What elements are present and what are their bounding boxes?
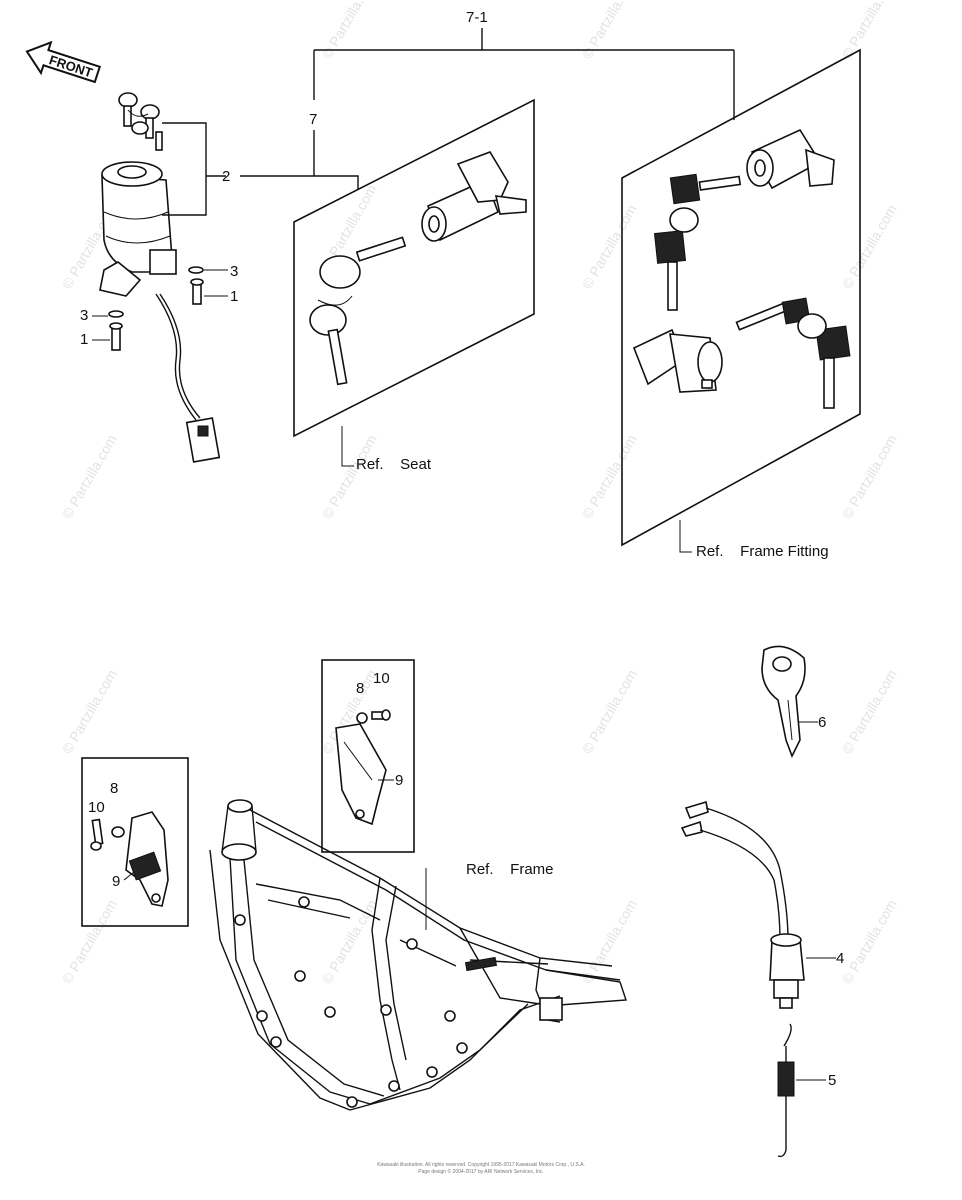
callout-9-upper: 9 — [395, 772, 403, 789]
watermark: © Partzilla.com — [839, 667, 900, 757]
bolt-1-left — [109, 322, 123, 351]
washer-8-lower — [111, 826, 125, 838]
callout-5: 5 — [828, 1072, 836, 1089]
callout-10-lower: 10 — [88, 799, 105, 816]
watermark: © Partzilla.com — [59, 897, 120, 987]
seat-keys — [309, 236, 407, 386]
seat-lock-cylinder — [421, 151, 527, 242]
ref-frame-fitting: Ref. Frame Fitting — [696, 543, 829, 560]
ignition-switch-body — [99, 161, 177, 297]
bracket-9-upper — [335, 723, 387, 826]
frame-lock-cylinder-bottom — [632, 328, 723, 393]
callout-8-upper: 8 — [356, 680, 364, 697]
watermark: © Partzilla.com — [579, 432, 640, 522]
frame-lock-cylinder-top — [746, 128, 835, 190]
bracket-9-lower — [125, 811, 169, 907]
watermark: © Partzilla.com — [579, 0, 640, 62]
watermark: © Partzilla.com — [579, 667, 640, 757]
callout-7-1: 7-1 — [466, 9, 488, 26]
copyright-line-2: Page design © 2004-2017 by ARI Network S… — [418, 1168, 543, 1175]
frame-fitting-lock-kit: Ref. Frame Fitting — [621, 48, 861, 560]
watermark: © Partzilla.com — [319, 897, 380, 987]
ignition-switch-assembly: 2 3 1 3 1 — [80, 92, 359, 463]
watermark: © Partzilla.com — [839, 432, 900, 522]
frame-keys-top — [653, 173, 742, 311]
watermark: © Partzilla.com — [839, 202, 900, 292]
ref-seat: Ref. Seat — [356, 456, 432, 473]
watermark: © Partzilla.com — [319, 0, 380, 62]
watermark: © Partzilla.com — [579, 202, 640, 292]
callout-9-lower: 9 — [112, 873, 120, 890]
watermark: © Partzilla.com — [839, 0, 900, 62]
watermark: © Partzilla.com — [839, 897, 900, 987]
watermark: © Partzilla.com — [59, 667, 120, 757]
copyright-line-1: Kawasaki illustration. All rights reserv… — [377, 1162, 585, 1168]
brake-switch-spring: 5 — [777, 1023, 836, 1158]
callout-4: 4 — [836, 950, 844, 967]
watermark: © Partzilla.com — [59, 432, 120, 522]
watermark: © Partzilla.com — [319, 432, 380, 522]
callout-3-right: 3 — [230, 263, 238, 280]
washer-3-left — [108, 310, 124, 318]
callout-7-1-group: 7-1 7 — [309, 9, 735, 176]
callout-1-right: 1 — [230, 288, 238, 305]
watermark: © Partzilla.com — [579, 897, 640, 987]
washer-8-upper — [356, 712, 368, 724]
bolt-10-upper — [371, 709, 391, 721]
seat-lock-kit: Ref. Seat — [293, 98, 535, 473]
callout-3-left: 3 — [80, 307, 88, 324]
callout-6: 6 — [818, 714, 826, 731]
key-blank: 6 — [761, 645, 826, 758]
callout-1-left: 1 — [80, 331, 88, 348]
washer-3-right — [188, 266, 204, 274]
ref-frame: Ref. Frame — [466, 861, 554, 878]
frame-fitting-box — [621, 48, 861, 547]
bracket-inset-lower: 8 10 9 — [81, 757, 189, 927]
bolt-1-right — [190, 278, 204, 305]
ignition-wire — [155, 293, 197, 421]
seat-lock-box — [293, 98, 535, 438]
ignition-connector — [185, 417, 221, 463]
callout-8-lower: 8 — [110, 780, 118, 797]
bracket-inset-upper: 8 10 9 — [321, 659, 415, 853]
callout-10-upper: 10 — [373, 670, 390, 687]
callout-2: 2 — [222, 168, 230, 185]
callout-7: 7 — [309, 111, 317, 128]
brake-light-switch: 4 — [680, 800, 844, 1009]
ignition-keys — [118, 92, 163, 151]
frame-keys-bottom — [735, 297, 851, 409]
bolt-10-lower — [90, 818, 104, 851]
motorcycle-frame: Ref. Frame — [209, 799, 627, 1111]
front-arrow: FRONT — [25, 40, 102, 84]
